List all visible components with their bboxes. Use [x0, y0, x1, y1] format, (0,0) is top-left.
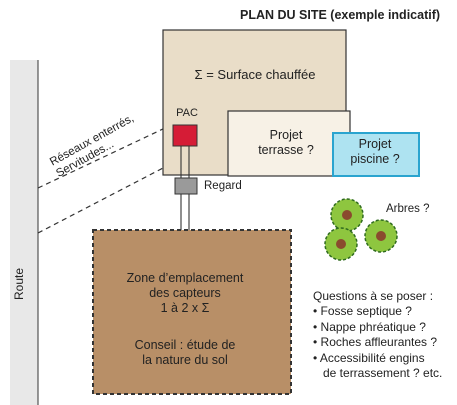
question-text: Fosse septique ?: [320, 304, 412, 318]
terrasse-label: Projet terrasse ?: [236, 128, 336, 158]
piscine-line2: piscine ?: [350, 152, 400, 166]
terrasse-line1: Projet: [269, 128, 303, 142]
pac-label: PAC: [176, 107, 198, 119]
route-label: Route: [12, 267, 26, 300]
conseil-line1: Conseil : étude de: [134, 338, 236, 352]
conseil-line2: la nature du sol: [142, 353, 228, 367]
pac-unit: [172, 124, 198, 147]
house-label: Σ = Surface chauffée: [194, 67, 316, 82]
piscine-line1: Projet: [358, 137, 392, 151]
trees: [324, 198, 398, 261]
zone-capteurs: [92, 229, 292, 395]
question-text: Roches affleurantes ?: [320, 335, 438, 349]
terrasse-line2: terrasse ?: [258, 143, 314, 157]
piscine-label: Projet piscine ?: [335, 137, 415, 167]
route-road: [10, 60, 39, 405]
zone-label: Zone d’emplacement des capteurs 1 à 2 x …: [100, 271, 270, 316]
conseil-label: Conseil : étude de la nature du sol: [100, 338, 270, 368]
regard-box: [174, 177, 198, 195]
question-text: Nappe phréatique ?: [320, 319, 426, 334]
reseaux-lines: [37, 127, 166, 234]
questions-list: Fosse septique ? Nappe phréatique ? Roch…: [313, 304, 443, 382]
plan-title: PLAN DU SITE (exemple indicatif): [240, 8, 441, 22]
list-item: Nappe phréatique ?: [313, 320, 442, 336]
zone-line2: des capteurs: [149, 286, 221, 300]
list-item: Fosse septique ?: [313, 304, 442, 320]
questions-title: Questions à se poser :: [313, 289, 434, 303]
list-item: Roches affleurantes ?: [313, 335, 442, 351]
question-text: Accessibilité engins: [319, 350, 425, 365]
question-text-cont: de terrassement ? etc.: [323, 366, 443, 380]
zone-line1: Zone d’emplacement: [126, 271, 244, 285]
arbres-label: Arbres ?: [386, 203, 430, 215]
piscine-area: [332, 132, 420, 177]
zone-line3: 1 à 2 x Σ: [160, 301, 210, 315]
regard-label: Regard: [204, 180, 242, 192]
